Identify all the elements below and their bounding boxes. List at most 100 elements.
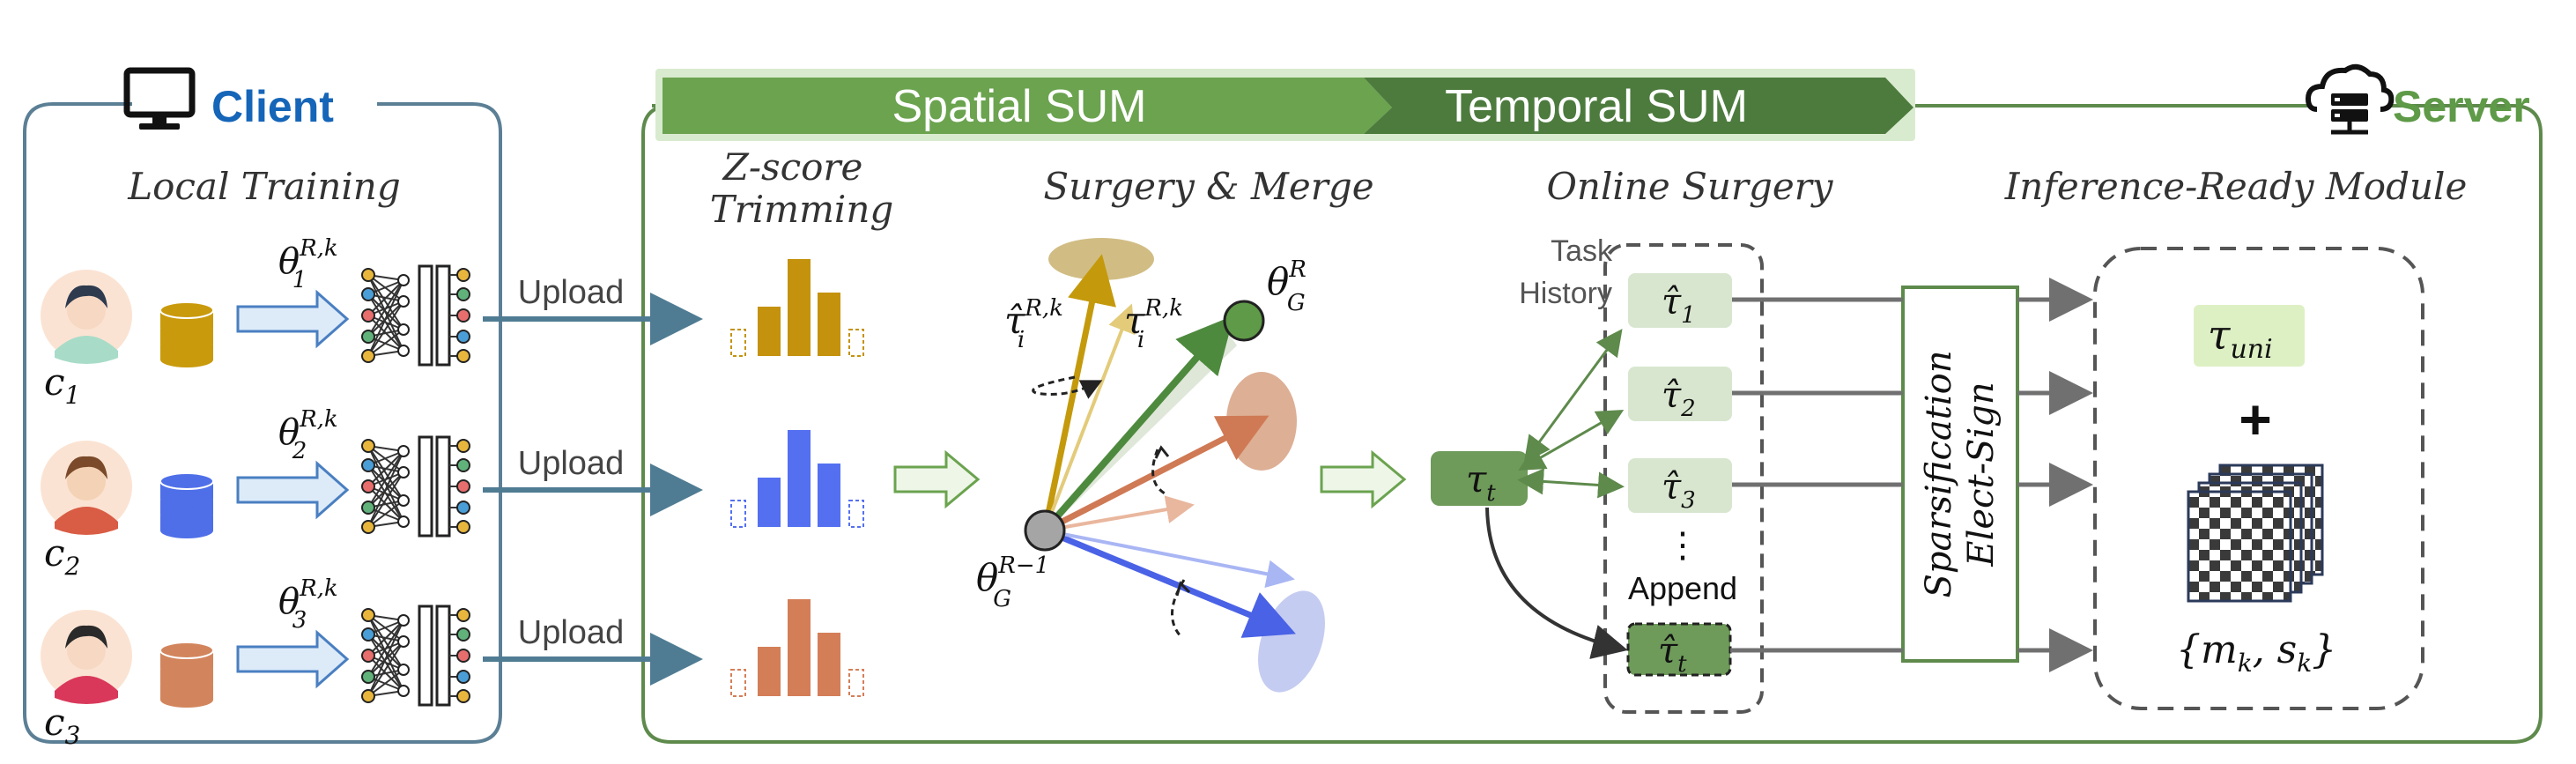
- server-border: [641, 104, 2543, 744]
- spatial-sum-label: Spatial SUM: [892, 81, 1147, 132]
- database-icon: [159, 301, 214, 367]
- neural-network-icon: [361, 264, 470, 367]
- mask-scale-label: {mk, sk}: [2176, 627, 2336, 678]
- trimmed-bar: [848, 669, 864, 697]
- histogram-bar: [818, 293, 840, 356]
- client-label: c1: [44, 360, 80, 410]
- upload-label: Upload: [518, 445, 624, 482]
- monitor-icon: [123, 67, 196, 130]
- append-arrow: [1485, 507, 1628, 659]
- server-panel: Spatial SUM Temporal SUM Server Z-score …: [641, 63, 2543, 744]
- database-icon: [159, 642, 214, 708]
- online-surgery-title: Online Surgery: [1546, 165, 1833, 208]
- tau-t-node: [1431, 451, 1528, 506]
- rotation-arc-orange-head: [1154, 445, 1170, 459]
- histogram-bar: [758, 307, 781, 356]
- blue-ellipse: [1258, 590, 1325, 693]
- neural-network-icon: [361, 435, 470, 538]
- history-item-3: τ̂3: [1628, 458, 1732, 514]
- upload-label: Upload: [518, 274, 624, 311]
- hollow-arrow-1: [893, 449, 981, 509]
- sparsification-box: [1901, 286, 2019, 663]
- surgery-arrow-3: [1517, 468, 1625, 499]
- gold-ellipse: [1048, 238, 1154, 280]
- trimmed-bar: [730, 329, 746, 357]
- svg-text:τ̂2: τ̂2: [1662, 375, 1696, 422]
- temporal-sum-label: Temporal SUM: [1445, 81, 1748, 132]
- online-surgery: Task History τt τ̂1τ̂2τ̂3 ⋮ Append τ̂t S…: [1431, 234, 2093, 714]
- surgery-merge-title: Surgery & Merge: [1043, 165, 1373, 208]
- local-train-arrow: [236, 289, 350, 349]
- svg-text:τ̂3: τ̂3: [1662, 467, 1696, 514]
- database-icon: [159, 472, 214, 538]
- theta-g-r1-node: [1024, 509, 1066, 552]
- zscore-title-line2: Trimming: [710, 188, 894, 231]
- histogram-bar: [818, 464, 840, 527]
- tau-hat-t-label: τ̂t: [1658, 631, 1687, 678]
- histogram-bar: [788, 599, 811, 696]
- local-training-title: Local Training: [127, 165, 401, 208]
- histogram-1: [730, 259, 864, 357]
- inference-ready-title: Inference-Ready Module: [2004, 165, 2468, 208]
- server-title: Server: [2393, 82, 2530, 131]
- histogram-bar: [758, 478, 781, 527]
- history-ellipsis: ⋮: [1665, 525, 1700, 566]
- temporal-sum-banner: [1364, 78, 1913, 134]
- trimmed-bar: [730, 500, 746, 528]
- blue-light-vector: [1044, 529, 1295, 589]
- orange-ellipse: [1226, 372, 1297, 471]
- svg-text:τ̂1: τ̂1: [1662, 282, 1696, 329]
- rotation-arc-blue: [1171, 579, 1186, 640]
- theta-g-r-node: [1223, 300, 1265, 342]
- history-item-1: τ̂1: [1628, 273, 1732, 329]
- sum-banner: Spatial SUM Temporal SUM: [655, 69, 1915, 141]
- client-label: c3: [44, 701, 80, 750]
- elect-sign-label: Elect-Sign: [1961, 382, 2002, 567]
- upload-label: Upload: [518, 614, 624, 651]
- rotation-arc-gold: [1032, 375, 1103, 399]
- cloud-server-icon: [2305, 63, 2395, 135]
- client-border: [23, 102, 502, 744]
- trimmed-bar: [848, 329, 864, 357]
- avatar-icon: [41, 610, 132, 704]
- inference-box: [2093, 247, 2424, 710]
- histogram-2: [730, 430, 864, 528]
- history-items: τ̂1 τ̂2 τ̂3: [1628, 273, 1732, 514]
- trimmed-bar: [730, 669, 746, 697]
- rotation-arc-orange: [1151, 449, 1166, 495]
- tau-t-label: τt: [1466, 457, 1496, 507]
- trimmed-bar: [848, 500, 864, 528]
- client-title: Client: [211, 82, 334, 131]
- zscore-histograms: [730, 259, 864, 697]
- histogram-bar: [818, 633, 840, 696]
- histogram-bar: [788, 259, 811, 356]
- orange-vector: [1043, 415, 1269, 534]
- neural-network-icon: [361, 605, 470, 707]
- surgery-arrow-2: [1518, 410, 1625, 471]
- avatar-icon: [41, 270, 132, 364]
- tau-uni-label: τuni: [2208, 311, 2273, 365]
- histogram-bar: [758, 647, 781, 696]
- sparsification-label: Sparsification: [1919, 351, 1959, 598]
- gold-light-vector: [1043, 303, 1136, 531]
- blue-vector: [1043, 527, 1296, 638]
- merged-vector: [1041, 315, 1234, 533]
- merge-corridor: [1040, 331, 1237, 538]
- plus-sign: +: [2239, 388, 2271, 451]
- task-history-line1: Task: [1551, 234, 1613, 268]
